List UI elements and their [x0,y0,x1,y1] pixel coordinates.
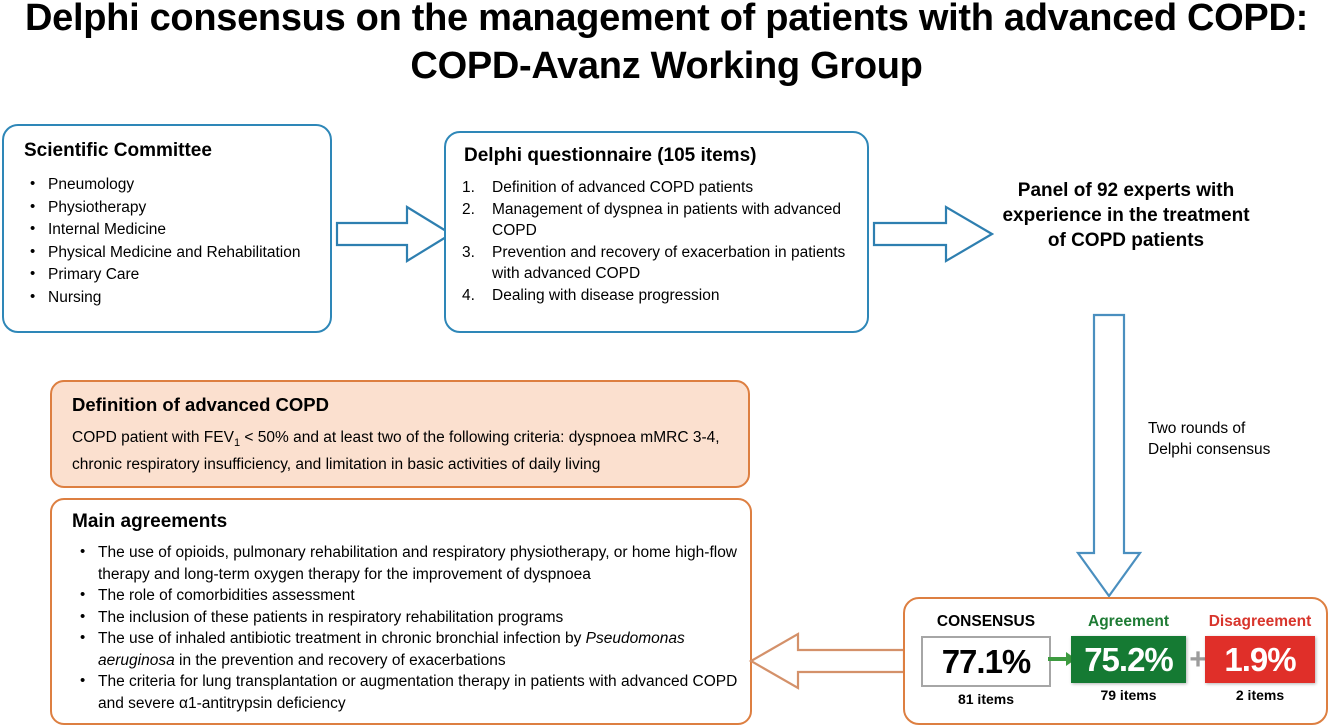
list-item: Nursing [18,286,318,309]
list-item-species-name: Pseudomonas aeruginosa [98,630,685,669]
definition-heading: Definition of advanced COPD [72,394,329,415]
disagreement-items-count: 2 items [1235,687,1285,703]
list-item: Internal Medicine [18,218,318,241]
consensus-column: CONSENSUS 77.1% 81 items [921,613,1051,707]
plus-sign: + [1189,643,1207,676]
definition-body-part1: COPD patient with FEV [72,429,234,446]
delphi-rounds-label: Two rounds of Delphi consensus [1148,420,1271,458]
agreement-label: Agreement [1088,613,1169,630]
delphi-questionnaire-box: Delphi questionnaire (105 items) 1. Defin… [444,131,869,333]
main-agreements-heading: Main agreements [72,511,228,532]
definition-body-part2: < 50% and at least two of the following … [72,429,720,474]
list-item: Pneumology [18,173,318,196]
list-item: The criteria for lung transplantation or… [72,670,738,714]
disagreement-value: 1.9% [1205,636,1315,683]
consensus-label: CONSENSUS [936,613,1036,630]
list-item-number: 2. [462,201,475,218]
list-item: The role of comorbidities assessment [72,584,738,607]
arrow-right-questionnaire-to-panel [872,203,994,265]
page-title: Delphi consensus on the management of pa… [25,0,1308,87]
arrow-right-committee-to-questionnaire [335,203,453,265]
list-item-label: The use of opioids, pulmonary rehabilita… [98,544,738,583]
list-item: The inclusion of these patients in respi… [72,606,738,629]
list-item: Primary Care [18,263,318,286]
scientific-committee-heading: Scientific Committee [24,140,212,161]
scientific-committee-list: Pneumology Physiotherapy Internal Medici… [18,173,318,309]
list-item: 4. Dealing with disease progression [458,285,857,306]
list-item-number: 3. [462,244,475,261]
list-item: Physical Medicine and Rehabilitation [18,241,318,264]
agreement-items-count: 79 items [1100,687,1157,703]
list-item: 1. Definition of advanced COPD patients [458,177,857,198]
disagreement-label: Disagreement [1208,613,1312,630]
fev-subscript: 1 [233,437,241,450]
list-item: 3. Prevention and recovery of exacerbatio… [458,242,857,284]
list-item: Physiotherapy [18,196,318,219]
disagreement-column: Disagreement 1.9% 2 items [1205,613,1315,703]
arrow-left-results-to-agreements [748,630,906,692]
delphi-questionnaire-heading: Delphi questionnaire (105 items) [464,145,757,166]
list-item-number: 1. [462,179,475,196]
consensus-results-box: CONSENSUS 77.1% 81 items Agreement 75.2%… [903,597,1328,725]
main-agreements-box: Main agreements The use of opioids, pulm… [50,498,752,725]
list-item: 2. Management of dyspnea in patients with… [458,199,857,241]
list-item-label: The criteria for lung transplantation or… [98,673,738,712]
list-item-label: The use of inhaled antibiotic treatment … [98,630,586,647]
expert-panel-text: Panel of 92 experts with experience in t… [1002,180,1250,251]
agreement-column: Agreement 75.2% 79 items [1071,613,1186,703]
list-item-label: The inclusion of these patients in respi… [98,608,564,626]
consensus-value: 77.1% [921,636,1051,687]
list-item-label: Prevention and recovery of exacerbation … [492,244,846,282]
list-item-label: Dealing with disease progression [492,287,720,304]
delphi-questionnaire-list: 1. Definition of advanced COPD patients 2… [458,177,857,306]
list-item-number: 4. [462,287,475,304]
list-item-label: Management of dyspnea in patients with a… [492,201,841,239]
list-item: The use of opioids, pulmonary rehabilita… [72,541,738,585]
definition-advanced-copd-box: Definition of advanced COPD COPD patient… [50,380,750,488]
scientific-committee-box: Scientific Committee Pneumology Physioth… [2,124,332,333]
agreement-value: 75.2% [1071,636,1186,683]
consensus-items-count: 81 items [957,691,1015,707]
definition-body: COPD patient with FEV1 < 50% and at leas… [72,427,730,475]
list-item-label: Definition of advanced COPD patients [492,179,754,196]
list-item-label-tail: in the prevention and recovery of exacer… [174,651,506,669]
arrow-down-delphi-rounds [1075,313,1143,598]
list-item: The use of inhaled antibiotic treatment … [72,627,738,671]
main-agreements-list: The use of opioids, pulmonary rehabilita… [72,541,738,714]
list-item-label: The role of comorbidities assessment [98,587,355,604]
